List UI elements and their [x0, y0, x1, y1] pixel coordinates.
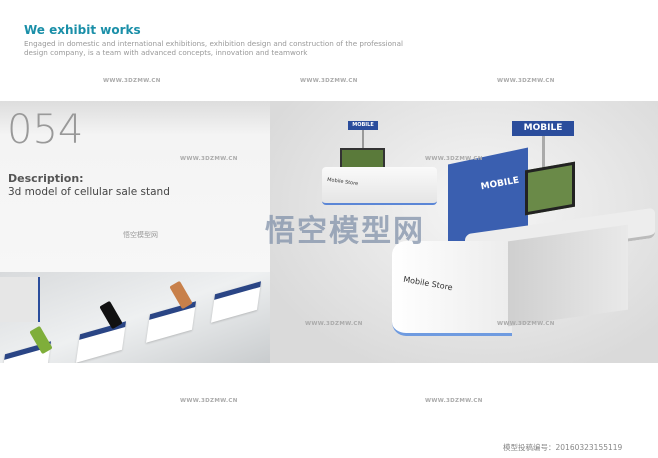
watermark: WWW.3DZMW.CN: [305, 321, 363, 327]
watermark-cn: 悟空模型网: [123, 231, 158, 239]
submission-id: 模型投稿编号：20160323155119: [503, 443, 623, 452]
watermark: WWW.3DZMW.CN: [497, 78, 555, 84]
watermark: WWW.3DZMW.CN: [497, 321, 555, 327]
section-subtitle: Engaged in domestic and international ex…: [24, 39, 403, 57]
watermark: WWW.3DZMW.CN: [180, 156, 238, 162]
phone-display-photo: [0, 272, 270, 363]
description-panel: [0, 101, 270, 273]
section-title: We exhibit works: [24, 23, 141, 37]
description-heading: Description:: [8, 172, 84, 185]
sign-top: MOBILE: [512, 121, 574, 136]
description-text: 3d model of cellular sale stand: [8, 186, 170, 198]
watermark: WWW.3DZMW.CN: [180, 398, 238, 404]
watermark: WWW.3DZMW.CN: [425, 156, 483, 162]
stand-render: MOBILE Mobile Store MOBILE MOBILE Mobile…: [270, 101, 658, 363]
watermark-cn-large: 悟空模型网: [265, 214, 425, 249]
sign-small: MOBILE: [348, 121, 378, 130]
item-number: 054: [7, 107, 84, 153]
watermark: WWW.3DZMW.CN: [425, 398, 483, 404]
watermark: WWW.3DZMW.CN: [300, 78, 358, 84]
watermark: WWW.3DZMW.CN: [103, 78, 161, 84]
